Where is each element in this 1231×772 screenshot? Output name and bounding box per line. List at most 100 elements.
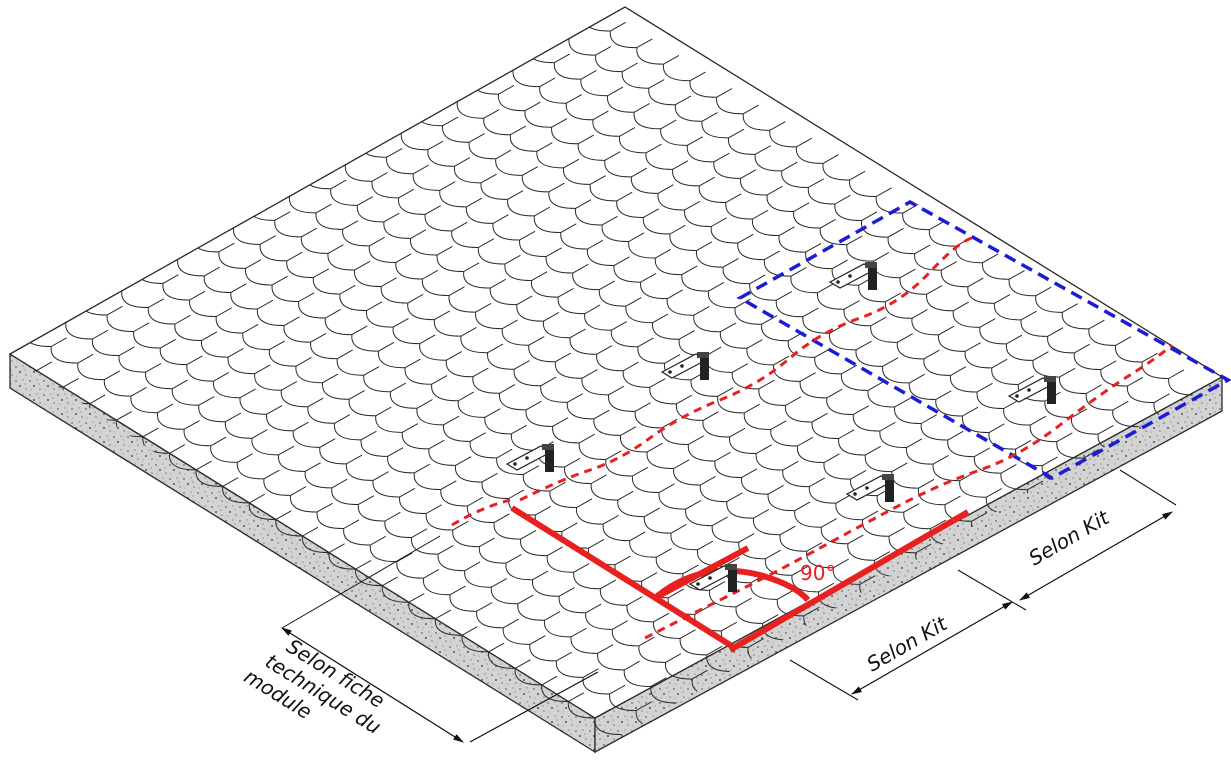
roof-tile [159, 338, 187, 366]
roof-tile [616, 191, 644, 218]
roof-tile [541, 675, 569, 702]
roof-tile [315, 203, 343, 230]
roof-tile [460, 327, 488, 354]
roof-tile [876, 486, 904, 513]
roof-tile [465, 197, 494, 224]
roof-tile [826, 388, 854, 415]
roof-tile [183, 420, 211, 447]
roof-tile [289, 187, 317, 214]
roof-tile [201, 331, 229, 358]
roof-tile [743, 403, 771, 430]
roof-tile [648, 79, 676, 106]
roof-tile [750, 573, 778, 600]
roof-tile [275, 510, 303, 537]
roof-tile [682, 564, 710, 591]
roof-tile [400, 124, 428, 151]
roof-tile [652, 313, 680, 340]
roof-tile [776, 590, 804, 617]
roof-tile [903, 503, 931, 530]
roof-tile [781, 161, 809, 188]
roof-tile [469, 432, 497, 459]
roof-tile [911, 309, 939, 336]
roof-tile [687, 435, 716, 462]
roof-tile [478, 537, 507, 564]
roof-tile [10, 328, 11, 355]
roof-tile [371, 172, 399, 199]
roof-hooks [505, 262, 1056, 592]
roof-tile [565, 94, 593, 121]
roof-tile [533, 206, 561, 233]
roof-tile [344, 155, 373, 182]
roof-tile [389, 382, 418, 409]
roof-tile [541, 12, 570, 40]
roof-tile [383, 212, 411, 239]
roof-tile [328, 543, 356, 570]
rail-line-left-row [451, 498, 511, 527]
roof-tile [917, 479, 946, 506]
roof-tile [670, 524, 698, 551]
roof-tile [553, 53, 582, 80]
roof-tile [419, 334, 447, 361]
roof-tile [932, 454, 960, 482]
roof-tile [649, 378, 677, 405]
roof-tile [802, 307, 830, 334]
roof-tile [427, 140, 455, 167]
roof-tile [451, 221, 479, 248]
roof-tile [819, 218, 847, 246]
roof-tile [870, 316, 898, 343]
roof-tile [452, 520, 480, 548]
roof-tile [840, 364, 869, 391]
right-angle-arc [653, 567, 811, 603]
roof-tile [764, 549, 793, 576]
roof-tile [658, 483, 686, 510]
roof-tile [278, 445, 306, 472]
roof-tile [448, 286, 476, 313]
roof-tile [292, 421, 320, 448]
roof-tile [456, 92, 484, 119]
roof-tile [483, 109, 511, 136]
roof-tile [643, 507, 672, 534]
roof-tile [336, 349, 364, 376]
roof-tile [609, 21, 637, 49]
roof-tile [560, 223, 588, 250]
roof-tile [835, 494, 863, 521]
roof-tile [316, 502, 344, 530]
roof-tile [749, 274, 777, 301]
roof-tile [189, 290, 217, 318]
roof-tile [679, 629, 707, 656]
roof-tile [256, 299, 285, 327]
roof-tile [577, 134, 605, 161]
roof-tile [596, 345, 624, 372]
roof-tile [501, 319, 529, 346]
roof-tile [472, 367, 500, 394]
roof-hook [505, 444, 554, 472]
roof-tile [843, 300, 871, 327]
roof-tile [271, 275, 299, 303]
roof-tile [425, 504, 453, 531]
roof-tile [794, 501, 822, 528]
roof-tile [412, 164, 440, 191]
roof-tile [286, 251, 314, 278]
roof-tile [834, 194, 862, 222]
roof-tile [923, 349, 951, 376]
roof-tile [106, 305, 134, 333]
roof-surface [8, 6, 1224, 719]
roof-tile [589, 175, 617, 202]
roof-tile [634, 402, 662, 429]
roof-tile [782, 460, 810, 488]
roof-tile [330, 179, 358, 206]
roof-tile [430, 75, 458, 103]
roof-tile [239, 388, 267, 415]
angle-label: 90° [800, 561, 835, 585]
roof-tile [1020, 310, 1048, 337]
roof-tile [944, 495, 972, 522]
roof-tile [386, 148, 414, 175]
roof-tile [356, 196, 384, 223]
reference-line-slope [510, 505, 737, 651]
roof-tile [495, 149, 523, 176]
roof-tile [1005, 334, 1034, 361]
roof-tile [855, 340, 883, 367]
roof-tile [1044, 391, 1072, 419]
roof-tile [959, 471, 987, 498]
roof-tile [339, 284, 367, 312]
